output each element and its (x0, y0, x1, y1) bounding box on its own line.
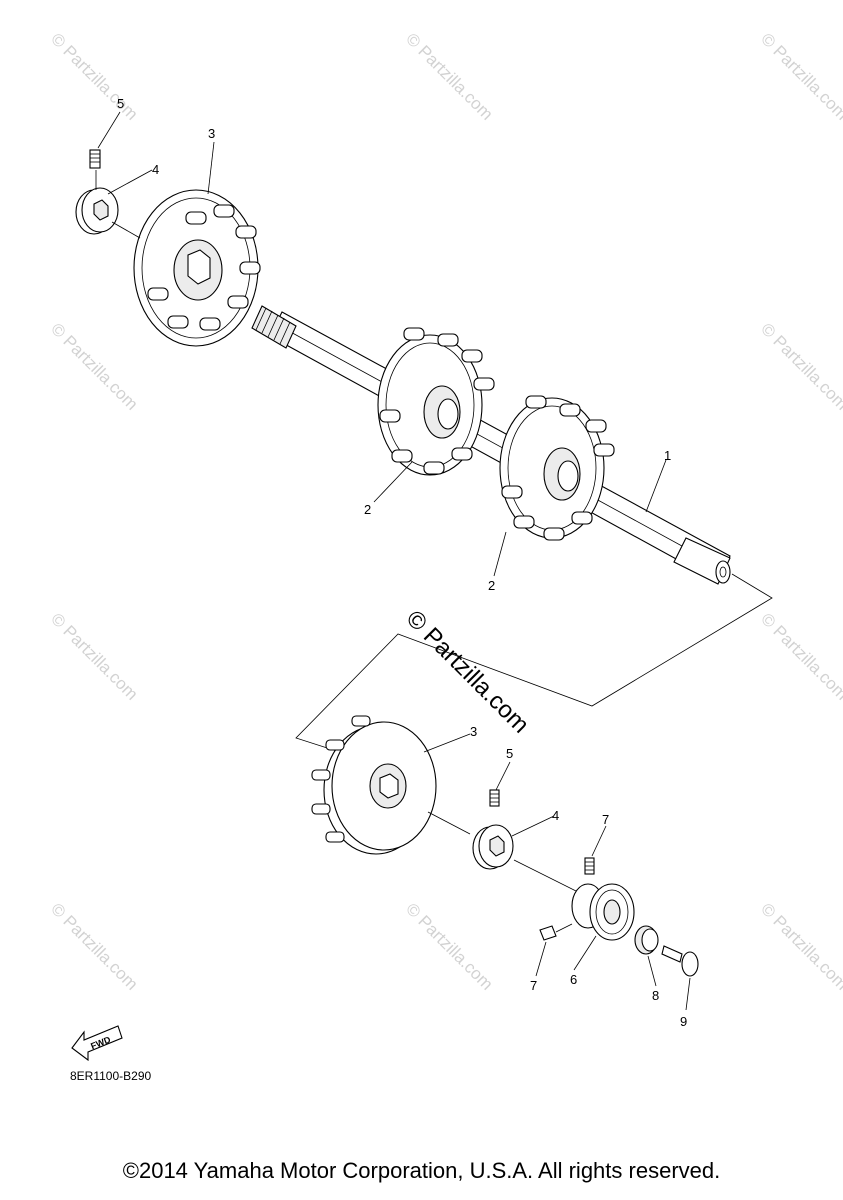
copyright-notice: ©2014 Yamaha Motor Corporation, U.S.A. A… (122, 1158, 721, 1183)
callout-2: 2 (364, 502, 371, 517)
axis-line (513, 859, 579, 893)
callout-4: 4 (552, 808, 559, 823)
callout-3: 3 (208, 126, 215, 141)
watermark: © Partzilla.com (757, 319, 843, 413)
callouts: 5 4 3 1 2 2 3 5 4 7 6 7 8 9 (117, 96, 687, 1029)
sprocket-right (499, 395, 615, 541)
callout-5: 5 (117, 96, 124, 111)
callout-6: 6 (570, 972, 577, 987)
set-screw-side (539, 923, 573, 941)
set-screw-top (584, 857, 595, 875)
callout-1: 1 (664, 448, 671, 463)
axis-line (111, 221, 141, 239)
callout-3: 3 (470, 724, 477, 739)
set-screw-upper (89, 149, 101, 190)
watermark: © Partzilla.com (47, 29, 141, 123)
watermarks: © Partzilla.com © Partzilla.com © Partzi… (47, 29, 843, 993)
bolt (661, 945, 699, 977)
watermark: © Partzilla.com (47, 609, 141, 703)
callout-2: 2 (488, 578, 495, 593)
leader-lines (97, 111, 691, 1011)
nut (634, 925, 659, 955)
watermark: © Partzilla.com (757, 609, 843, 703)
watermark: © Partzilla.com (47, 899, 141, 993)
callout-9: 9 (680, 1014, 687, 1029)
watermark: © Partzilla.com (47, 319, 141, 413)
outer-wheel-lower (311, 715, 437, 855)
fwd-arrow-icon: FWD (71, 1025, 123, 1062)
drive-shaft (251, 305, 731, 585)
sprocket-left (377, 327, 495, 476)
callout-7: 7 (602, 812, 609, 827)
watermark: © Partzilla.com (757, 29, 843, 123)
watermark: © Partzilla.com (757, 899, 843, 993)
outer-wheel-upper (133, 189, 261, 347)
collar-lower (472, 824, 514, 870)
diagram-code: 8ER1100-B290 (70, 1069, 151, 1083)
assembly-frame (295, 573, 773, 773)
callout-4: 4 (152, 162, 159, 177)
bearing (571, 883, 635, 941)
watermark: © Partzilla.com (402, 899, 496, 993)
callout-8: 8 (652, 988, 659, 1003)
callout-5: 5 (506, 746, 513, 761)
set-screw-lower (489, 789, 500, 807)
axis-line (427, 811, 471, 835)
collar-upper (75, 187, 119, 235)
watermark-large: © Partzilla.com (401, 605, 534, 738)
watermark: © Partzilla.com (402, 29, 496, 123)
callout-7: 7 (530, 978, 537, 993)
